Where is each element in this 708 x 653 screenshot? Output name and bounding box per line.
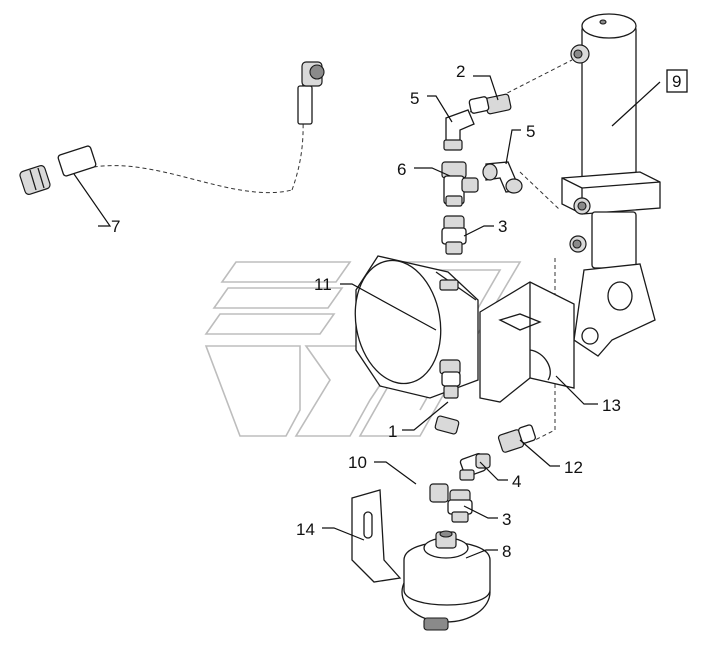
tank-part-11: [354, 255, 479, 399]
callout-8: 8: [502, 542, 511, 561]
bracket-part-13: [479, 281, 575, 403]
callouts: 2 5 5 6 3 7 9 11 13 1 12 10 4 3 14 8: [111, 62, 681, 561]
callout-4: 4: [512, 472, 521, 491]
hose-part-7: [19, 61, 325, 195]
callout-3-upper: 3: [498, 217, 507, 236]
cylinder-part-9: [561, 13, 688, 357]
accumulator-part-8: [401, 530, 491, 631]
fittings-upper: [441, 93, 523, 255]
callout-13: 13: [602, 396, 621, 415]
fittings-lower: [399, 415, 536, 523]
callout-1: 1: [388, 422, 397, 441]
callout-11: 11: [314, 275, 332, 294]
leader-lines: [73, 75, 598, 559]
callout-9: 9: [672, 72, 681, 91]
callout-10: 10: [348, 453, 367, 472]
callout-12: 12: [564, 458, 583, 477]
bracket-part-14: [351, 489, 402, 583]
callout-2: 2: [456, 62, 465, 81]
callout-6: 6: [397, 160, 406, 179]
callout-3-lower: 3: [502, 510, 511, 529]
callout-5-right: 5: [526, 122, 535, 141]
callout-14: 14: [296, 520, 315, 539]
callout-5-left: 5: [410, 89, 419, 108]
callout-7: 7: [111, 217, 120, 236]
